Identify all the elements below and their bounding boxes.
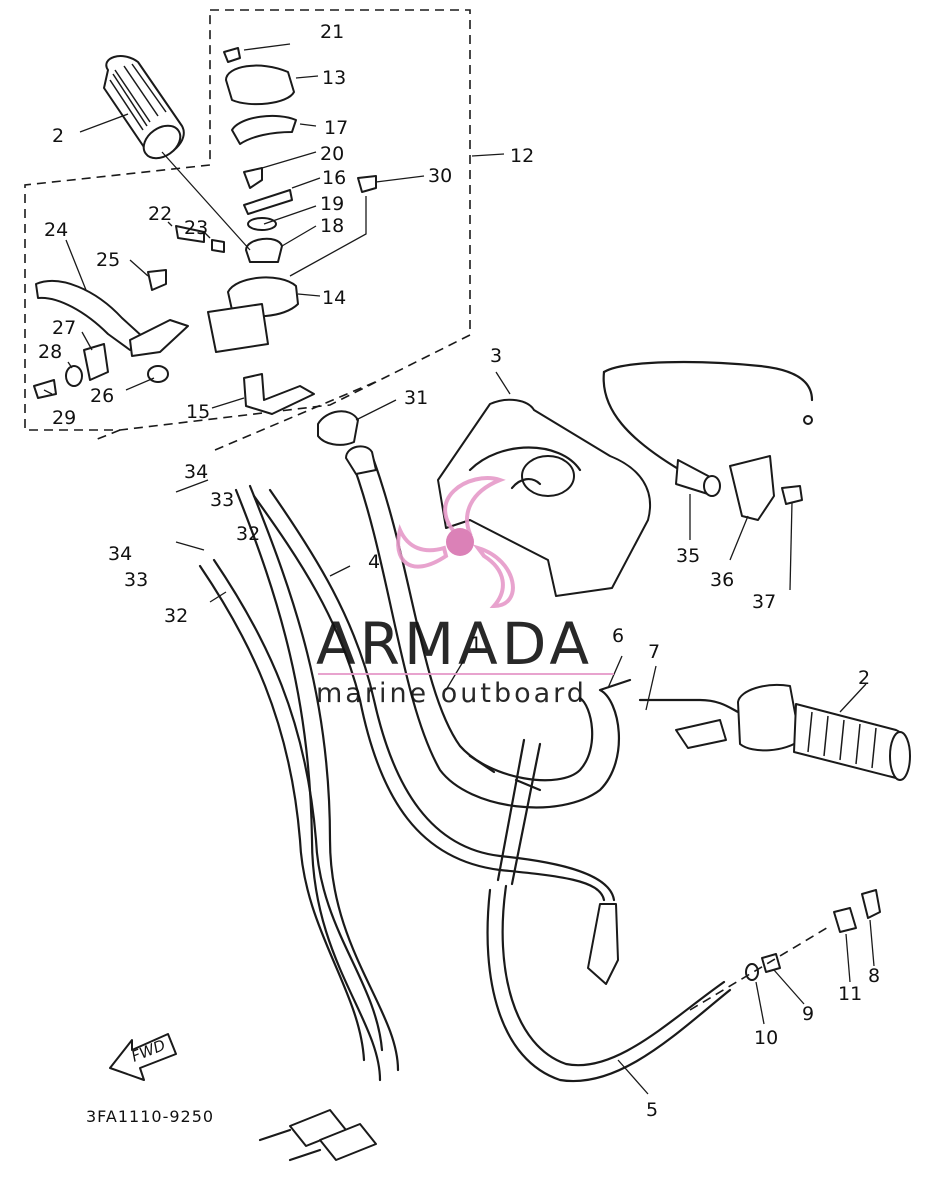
callout-14: 14 <box>322 287 346 309</box>
callout-6: 6 <box>612 625 624 647</box>
callout-31: 31 <box>404 387 428 409</box>
callout-17: 17 <box>324 117 348 139</box>
callout-26: 26 <box>90 385 114 407</box>
callout-32-a: 32 <box>236 523 260 545</box>
callout-2-left: 2 <box>52 125 64 147</box>
callout-9: 9 <box>802 1003 814 1025</box>
propeller-hub <box>446 528 474 556</box>
drawing-code: 3FA1110-9250 <box>86 1107 214 1126</box>
callout-37: 37 <box>752 591 776 613</box>
callout-25: 25 <box>96 249 120 271</box>
callout-32-b: 32 <box>164 605 188 627</box>
handlebar-cover <box>437 398 651 597</box>
callout-18: 18 <box>320 215 344 237</box>
callout-10: 10 <box>754 1027 778 1049</box>
callout-33-b: 33 <box>124 569 148 591</box>
cables <box>198 484 732 1162</box>
propeller-logo <box>396 476 515 609</box>
throttle-housing-assembly <box>33 225 359 446</box>
callout-28: 28 <box>38 341 62 363</box>
callout-3: 3 <box>490 345 502 367</box>
adjuster-parts <box>689 889 881 1011</box>
callout-21: 21 <box>320 21 344 43</box>
handlebar-tube <box>345 445 632 809</box>
callout-34-b: 34 <box>108 543 132 565</box>
callout-19: 19 <box>320 193 344 215</box>
right-grip <box>638 684 911 781</box>
callout-24: 24 <box>44 219 68 241</box>
fwd-arrow: FWD <box>109 1033 177 1081</box>
callout-15: 15 <box>186 401 210 423</box>
watermark-tagline: marine outboard <box>316 678 587 709</box>
watermark-brand: ARMADA <box>316 610 593 678</box>
left-grip <box>103 55 185 160</box>
leader-lines <box>43 43 875 1095</box>
choke-lever-assembly <box>602 360 814 521</box>
callout-20: 20 <box>320 143 344 165</box>
callout-30: 30 <box>428 165 452 187</box>
callout-11: 11 <box>838 983 862 1005</box>
callout-2-right: 2 <box>858 667 870 689</box>
callout-27: 27 <box>52 317 76 339</box>
assembly-boundary-12 <box>24 9 471 451</box>
callout-33-a: 33 <box>210 489 234 511</box>
watermark: ARMADA marine outboard <box>316 476 614 709</box>
callout-29: 29 <box>52 407 76 429</box>
callout-labels: 1 2 2 3 4 5 6 7 8 9 10 11 12 13 14 15 16… <box>38 21 880 1126</box>
callout-16: 16 <box>322 167 346 189</box>
throttle-small-parts <box>223 47 377 263</box>
callout-36: 36 <box>710 569 734 591</box>
callout-1: 1 <box>470 633 482 655</box>
callout-8: 8 <box>868 965 880 987</box>
callout-12: 12 <box>510 145 534 167</box>
callout-22: 22 <box>148 203 172 225</box>
callout-5: 5 <box>646 1099 658 1121</box>
callout-35: 35 <box>676 545 700 567</box>
callout-13: 13 <box>322 67 346 89</box>
callout-34-a: 34 <box>184 461 208 483</box>
callout-23: 23 <box>184 217 208 239</box>
callout-7: 7 <box>648 641 660 663</box>
callout-4: 4 <box>368 551 380 573</box>
